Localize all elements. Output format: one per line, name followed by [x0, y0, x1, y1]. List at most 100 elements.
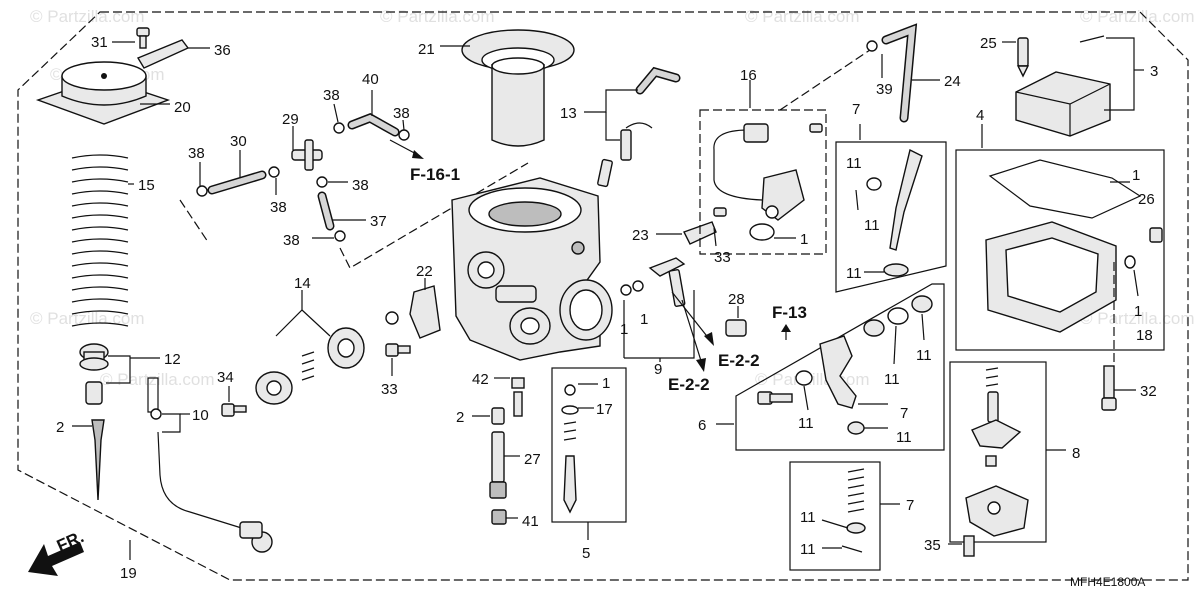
needle-jet-27 [489, 431, 507, 499]
screw-34 [221, 403, 247, 417]
callout-17: 17 [596, 401, 613, 418]
group-box-5 [551, 367, 627, 523]
callout-31: 31 [91, 34, 108, 51]
watermark-text: © Partzilla.com [745, 7, 860, 26]
callout-11: 11 [846, 155, 862, 172]
hose-37 [317, 191, 335, 231]
vent-hose-30 [207, 170, 267, 195]
callout-27: 27 [524, 451, 541, 468]
callout-11: 11 [864, 217, 880, 234]
callout-16: 16 [740, 67, 757, 84]
callout-23: 23 [632, 227, 649, 244]
hose-40 [347, 113, 400, 137]
needle-holder-12 [79, 343, 109, 405]
group-box-16 [699, 109, 827, 255]
clip-38 [333, 122, 345, 134]
float-pin-25 [1016, 37, 1030, 78]
callout-1: 1 [602, 375, 610, 392]
callout-24: 24 [944, 73, 961, 90]
group-box-8 [949, 361, 1047, 543]
screw-35 [963, 535, 975, 557]
callout-1: 1 [1134, 303, 1142, 320]
callout-38: 38 [283, 232, 300, 249]
jet-41 [491, 509, 507, 525]
callout-38: 38 [352, 177, 369, 194]
throttle-cable-10 [147, 377, 273, 553]
callout-25: 25 [980, 35, 997, 52]
callout-38: 38 [270, 199, 287, 216]
group-box-4 [955, 149, 1165, 351]
callout-38: 38 [393, 105, 410, 122]
callout-18: 18 [1136, 327, 1153, 344]
callout-32: 32 [1140, 383, 1157, 400]
pilot-screw-set-5 [561, 384, 579, 514]
watermark-text: © Partzilla.com [1080, 7, 1195, 26]
callout-6: 6 [698, 417, 706, 434]
assembly-boundary [17, 11, 1189, 581]
callout-4: 4 [976, 107, 984, 124]
callout-7: 7 [906, 497, 914, 514]
callout-34: 34 [217, 369, 234, 386]
top-cover-20 [35, 61, 171, 125]
ref-f-16-1: F-16-1 [410, 165, 460, 184]
callout-33: 33 [714, 249, 731, 266]
callout-15: 15 [138, 177, 155, 194]
callout-11: 11 [846, 265, 862, 282]
callout-1: 1 [620, 321, 628, 338]
accel-pump-8 [965, 367, 1029, 537]
screw-33 [385, 343, 411, 357]
jet-2 [491, 407, 505, 425]
clip-38 [398, 129, 410, 141]
accel-pump-cover-14 [255, 327, 365, 405]
group-box-7 [835, 141, 947, 293]
callout-10: 10 [192, 407, 209, 424]
front-direction-arrow: FR. [28, 527, 87, 576]
lever-6 [757, 295, 933, 435]
watermark-text: © Partzilla.com [1080, 309, 1195, 328]
carburetor-body [451, 177, 613, 361]
watermark-text: © Partzilla.com [380, 7, 495, 26]
clip-38 [196, 185, 208, 197]
group-box-7-lower [789, 461, 881, 571]
callout-36: 36 [214, 42, 231, 59]
float-chamber-4 [985, 159, 1163, 333]
ref-e-2-2: E-2-2 [668, 375, 710, 394]
callout-11: 11 [800, 541, 816, 558]
callout-21: 21 [418, 41, 435, 58]
diagram-code: MFH4E1800A [1070, 575, 1145, 589]
callout-3: 3 [1150, 63, 1158, 80]
watermark-text: © Partzilla.com [100, 370, 215, 389]
callout-30: 30 [230, 133, 247, 150]
callout-35: 35 [924, 537, 941, 554]
callout-20: 20 [174, 99, 191, 116]
hose-24 [866, 23, 918, 123]
callout-41: 41 [522, 513, 539, 530]
ref-e-2-2: E-2-2 [718, 351, 760, 370]
callout-12: 12 [164, 351, 181, 368]
bracket-22 [385, 285, 441, 339]
callout-11: 11 [896, 429, 912, 446]
callout-2: 2 [56, 419, 64, 436]
spring-7 [841, 468, 866, 553]
watermark-text: © Partzilla.com [30, 7, 145, 26]
callout-42: 42 [472, 371, 489, 388]
watermark-text: © Partzilla.com [30, 309, 145, 328]
clip-38 [268, 166, 280, 178]
callout-8: 8 [1072, 445, 1080, 462]
screw-31 [136, 27, 150, 49]
callout-1: 1 [1132, 167, 1140, 184]
callout-5: 5 [582, 545, 590, 562]
throttle-sensor-16 [713, 123, 823, 241]
callout-11: 11 [798, 415, 814, 432]
choke-link-7 [855, 148, 923, 277]
callout-1: 1 [640, 311, 648, 328]
callout-7: 7 [900, 405, 908, 422]
sensor-13 [597, 66, 681, 188]
t-joint-29 [291, 139, 323, 171]
callout-37: 37 [370, 213, 387, 230]
group-box-6 [735, 283, 945, 451]
callout-22: 22 [416, 263, 433, 280]
fitting-9 [620, 257, 686, 307]
